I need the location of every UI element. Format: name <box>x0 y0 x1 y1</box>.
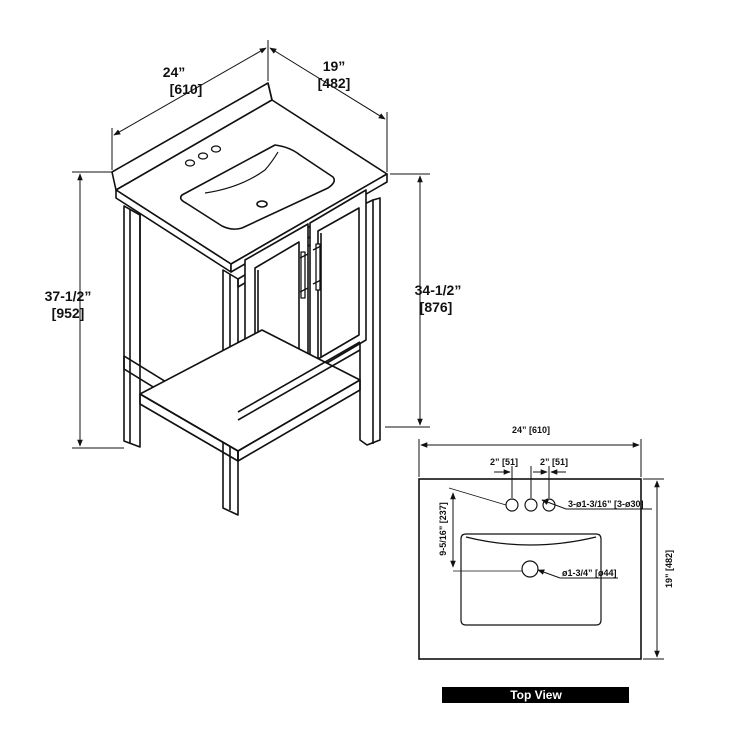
top-view <box>418 439 664 660</box>
top-view-outline <box>418 478 642 660</box>
top-view-title-bar <box>442 687 629 703</box>
sink-basin <box>179 144 335 230</box>
depth-mm-label: [482] <box>318 75 351 91</box>
drain-hole <box>256 200 268 208</box>
counter-height-label: 34-1/2” <box>415 282 462 298</box>
top-view-drain <box>521 560 539 578</box>
top-view-depth-label: 19” [482] <box>664 550 674 588</box>
top-view-width-label: 24” [610] <box>512 425 550 435</box>
faucet-holes-label: 3-ø1-3/16” [3-ø30] <box>568 499 644 509</box>
hole-spacing-1-label: 2” [51] <box>490 457 518 467</box>
top-view-basin <box>460 533 602 626</box>
depth-label: 19” <box>323 58 346 74</box>
width-label: 24” <box>163 64 186 80</box>
open-shelf <box>139 329 361 462</box>
counter-height-mm-label: [876] <box>420 299 453 315</box>
iso-dimensions <box>72 40 430 449</box>
drain-diameter-label: ø1-3/4” [ø44] <box>562 568 617 578</box>
vanity-isometric <box>111 82 388 516</box>
hole-spacing-2-label: 2” [51] <box>540 457 568 467</box>
top-view-faucet-holes <box>505 498 556 512</box>
total-height-label: 37-1/2” <box>45 288 92 304</box>
door-handles <box>299 243 322 299</box>
width-mm-label: [610] <box>170 81 203 97</box>
drain-offset-label: 9-5/16” [237] <box>438 502 448 556</box>
total-height-mm-label: [952] <box>52 305 85 321</box>
right-door <box>309 189 367 374</box>
faucet-holes <box>184 145 222 167</box>
top-view-title: Top View <box>510 688 562 702</box>
